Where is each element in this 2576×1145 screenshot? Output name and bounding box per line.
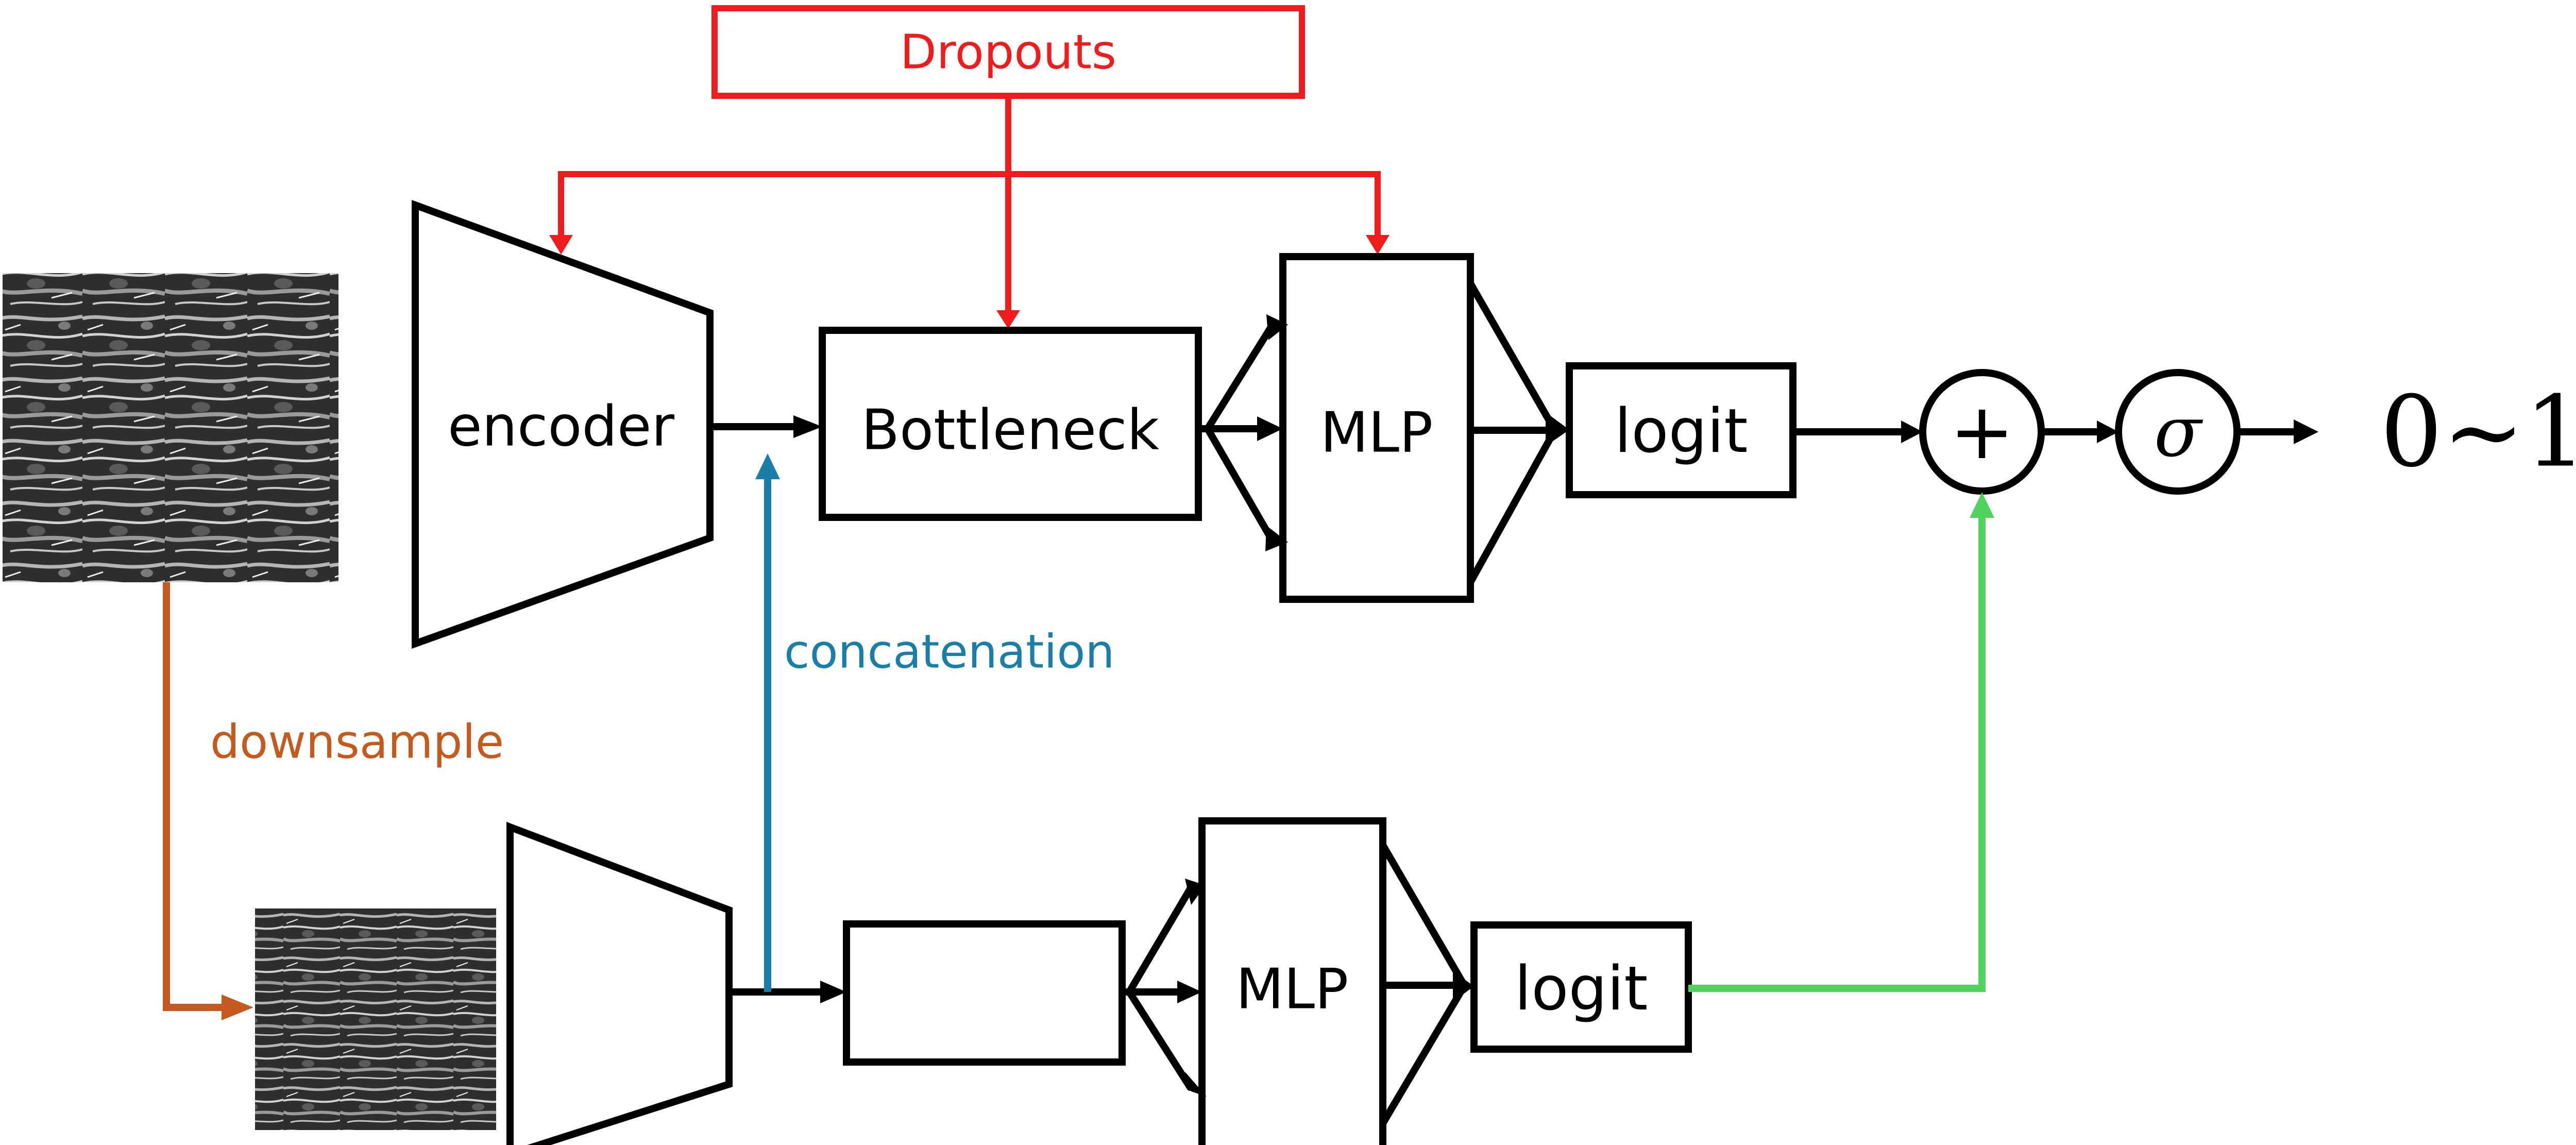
mlp-top-label: MLP: [1320, 401, 1433, 465]
residual-logit-arrow: [1688, 515, 1986, 992]
encoder-bottom-shape: [506, 821, 733, 1145]
bottleneck-box: [819, 327, 1202, 521]
dropouts-label: Dropouts: [900, 25, 1116, 80]
dropout-arrowhead-encoder: [549, 235, 573, 255]
concatenation-label: concatenation: [784, 625, 1114, 679]
encoder-top-shape: [412, 199, 714, 649]
downsample-arrow: [163, 582, 227, 1011]
bottleneck-label: Bottleneck: [861, 398, 1160, 463]
downsampled-ultrasound-image: [255, 908, 496, 1130]
mlp-top-box: [1279, 253, 1474, 603]
encoder-label: encoder: [448, 395, 674, 459]
output-range-label: 0~1: [2380, 375, 2576, 489]
plus-symbol: +: [1950, 387, 2014, 477]
downsample-arrowhead: [222, 995, 253, 1020]
logit-bottom-label: logit: [1515, 953, 1648, 1024]
input-ultrasound-image: [3, 273, 338, 582]
logit-top-label: logit: [1615, 395, 1748, 466]
logit-bottom-box: [1470, 921, 1692, 1053]
residual-logit-arrowhead: [1970, 492, 1994, 518]
mlp-bottom-label: MLP: [1236, 957, 1348, 1022]
bottleneck-bottom-box: [843, 920, 1126, 1066]
dropout-arrowhead-bottleneck: [996, 310, 1020, 329]
downsample-label: downsample: [210, 715, 504, 769]
dropout-arrowheads: [549, 235, 1389, 329]
black-connectors: [706, 280, 2301, 1127]
concatenation-arrowhead: [755, 453, 780, 479]
dropout-arrows: [558, 96, 1381, 313]
sigma-symbol: σ: [2154, 392, 2204, 473]
dropout-arrowhead-mlp: [1366, 235, 1389, 255]
black-arrowheads: [793, 314, 2318, 1097]
